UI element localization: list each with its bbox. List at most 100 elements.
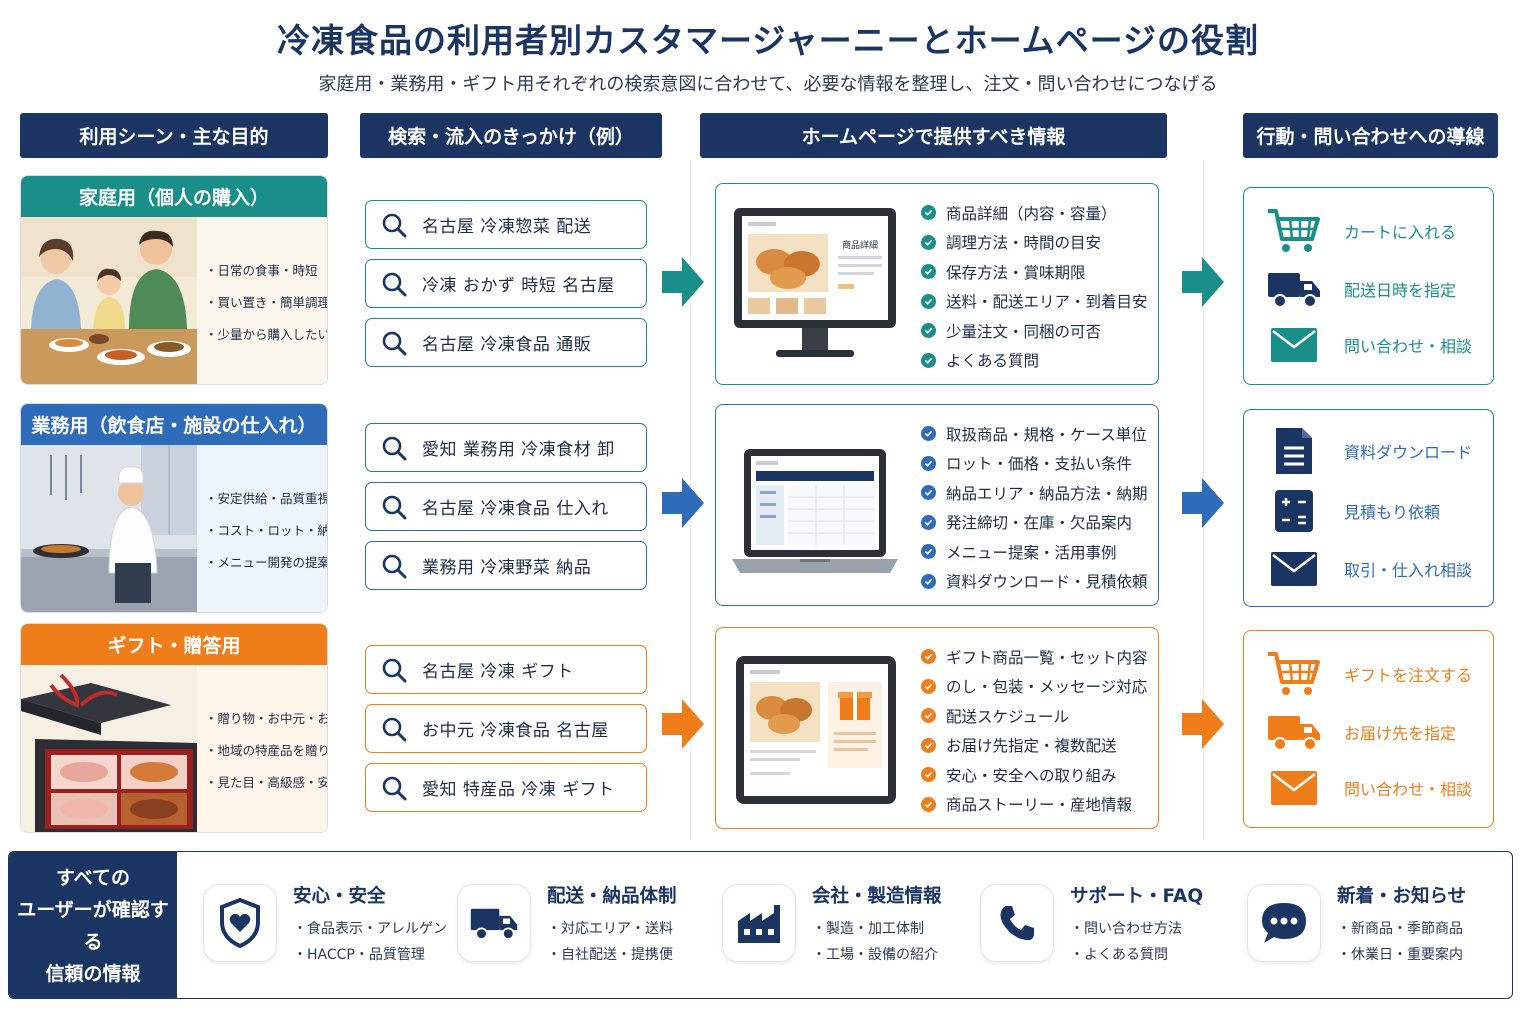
search-icon (366, 423, 422, 472)
scene-point: ・見た目・高級感・安心感 (205, 775, 327, 790)
check-icon (921, 293, 936, 309)
search-query-text: 名古屋 冷凍食品 仕入れ (422, 499, 609, 519)
info-item: 発注締切・在庫・欠品案内 (921, 508, 1148, 538)
search-query-box: 名古屋 冷凍 ギフト (365, 645, 647, 694)
truck-icon (1244, 266, 1344, 312)
action-panel-gift: ギフトを注文する お届け先を指定 問い合わせ・相談 (1243, 630, 1494, 828)
scene-card-home: 家庭用（個人の購入） (20, 175, 328, 385)
cart-icon (1244, 208, 1344, 254)
trust-item-company: 会社・製造情報 ・製造・加工体制 ・工場・設備の紹介 (722, 878, 972, 978)
info-item: 資料ダウンロード・見積依頼 (921, 567, 1148, 597)
check-icon (921, 485, 936, 501)
action-inquiry[interactable]: 問い合わせ・相談 (1244, 322, 1495, 368)
scene-point: ・安定供給・品質重視 (205, 491, 328, 506)
scene-point: ・メニュー開発の提案 (205, 555, 328, 570)
info-list: 取扱商品・規格・ケース単位 ロット・価格・支払い条件 納品エリア・納品方法・納期… (921, 419, 1148, 596)
search-query-box: 名古屋 冷凍食品 通販 (365, 318, 647, 367)
document-icon (1244, 428, 1344, 474)
mail-icon (1244, 765, 1344, 811)
trust-item-safety: 安心・安全 ・食品表示・アレルゲン ・HACCP・品質管理 (203, 878, 453, 978)
family-meal-illustration (21, 217, 197, 384)
truck-icon (457, 884, 531, 962)
action-delivery-address[interactable]: お届け先を指定 (1244, 709, 1495, 755)
scene-card-business: 業務用（飲食店・施設の仕入れ） ・安 (20, 403, 328, 613)
search-query-text: 名古屋 冷凍 ギフト (422, 662, 574, 682)
search-query-box: 業務用 冷凍野菜 納品 (365, 541, 647, 590)
action-gift-inquiry[interactable]: 問い合わせ・相談 (1244, 765, 1495, 811)
restaurant-kitchen-illustration (21, 445, 197, 612)
column-header-info: ホームページで提供すべき情報 (700, 113, 1167, 158)
device-screen-text: 商品詳細 (842, 239, 878, 251)
check-icon (921, 426, 936, 442)
info-item: のし・包装・メッセージ対応 (921, 672, 1148, 702)
info-item: 調理方法・時間の目安 (921, 228, 1148, 258)
scene-point: ・買い置き・簡単調理 (205, 295, 328, 310)
scene-title: 業務用（飲食店・施設の仕入れ） (21, 404, 327, 445)
check-icon (921, 573, 936, 589)
search-query-text: 愛知 業務用 冷凍食材 卸 (422, 440, 615, 460)
desktop-monitor-icon: 商品詳細 (734, 208, 896, 357)
check-icon (921, 767, 936, 783)
check-icon (921, 544, 936, 560)
action-panel-business: 資料ダウンロード 見積もり依頼 取引・仕入れ相談 (1243, 409, 1494, 607)
arrow-right-icon (1182, 699, 1224, 749)
scene-title: ギフト・贈答用 (21, 624, 327, 665)
arrow-right-icon (662, 478, 704, 528)
check-icon (921, 678, 936, 694)
check-icon (921, 649, 936, 665)
search-icon (366, 704, 422, 753)
check-icon (921, 737, 936, 753)
tablet-icon (736, 656, 896, 804)
search-query-text: 冷凍 おかず 時短 名古屋 (422, 276, 615, 296)
search-query-box: 名古屋 冷凍惣菜 配送 (365, 200, 647, 249)
check-icon (921, 264, 936, 280)
search-icon (366, 541, 422, 590)
column-header-action: 行動・問い合わせへの導線 (1243, 113, 1498, 158)
action-add-to-cart[interactable]: カートに入れる (1244, 208, 1495, 254)
search-query-box: 愛知 特産品 冷凍 ギフト (365, 763, 647, 812)
search-query-text: 名古屋 冷凍惣菜 配送 (422, 217, 592, 237)
column-header-search: 検索・流入のきっかけ（例） (360, 113, 662, 158)
search-query-text: 愛知 特産品 冷凍 ギフト (422, 780, 615, 800)
calculator-icon (1244, 488, 1344, 534)
action-download[interactable]: 資料ダウンロード (1244, 428, 1495, 474)
action-order-gift[interactable]: ギフトを注文する (1244, 651, 1495, 697)
info-item: お届け先指定・複数配送 (921, 731, 1148, 761)
shield-heart-icon (203, 884, 277, 962)
arrow-right-icon (662, 257, 704, 307)
info-item: 保存方法・賞味期限 (921, 257, 1148, 287)
info-item: 取扱商品・規格・ケース単位 (921, 419, 1148, 449)
trust-heading: すべての ユーザーが確認する 信頼の情報 (9, 852, 177, 998)
action-quote[interactable]: 見積もり依頼 (1244, 488, 1495, 534)
action-panel-home: カートに入れる 配送日時を指定 問い合わせ・相談 (1243, 187, 1494, 385)
page-title: 冷凍食品の利用者別カスタマージャーニーとホームページの役割 (276, 21, 1260, 60)
info-item: 配送スケジュール (921, 701, 1148, 731)
arrow-right-icon (662, 699, 704, 749)
search-icon (366, 259, 422, 308)
info-item: 安心・安全への取り組み (921, 760, 1148, 790)
search-query-text: 業務用 冷凍野菜 納品 (422, 558, 592, 578)
trust-item-support: サポート・FAQ ・問い合わせ方法 ・よくある質問 (980, 878, 1230, 978)
action-trade-inquiry[interactable]: 取引・仕入れ相談 (1244, 546, 1495, 592)
factory-icon (722, 884, 796, 962)
scene-point: ・少量から購入したい (205, 327, 328, 342)
search-query-text: 名古屋 冷凍食品 通販 (422, 335, 592, 355)
check-icon (921, 455, 936, 471)
phone-icon (980, 884, 1054, 962)
info-panel-gift: ギフト商品一覧・セット内容 のし・包装・メッセージ対応 配送スケジュール お届け… (715, 627, 1159, 829)
column-header-scene: 利用シーン・主な目的 (20, 113, 328, 158)
info-item: ロット・価格・支払い条件 (921, 449, 1148, 479)
check-icon (921, 514, 936, 530)
info-item: 商品ストーリー・産地情報 (921, 790, 1148, 820)
search-icon (366, 645, 422, 694)
info-item: ギフト商品一覧・セット内容 (921, 642, 1148, 672)
arrow-right-icon (1182, 478, 1224, 528)
info-item: メニュー提案・活用事例 (921, 537, 1148, 567)
action-delivery-date[interactable]: 配送日時を指定 (1244, 266, 1495, 312)
chat-bubble-icon (1247, 884, 1321, 962)
search-icon (366, 763, 422, 812)
search-query-box: お中元 冷凍食品 名古屋 (365, 704, 647, 753)
info-item: 少量注文・同梱の可否 (921, 316, 1148, 346)
check-icon (921, 708, 936, 724)
info-item: 商品詳細（内容・容量） (921, 198, 1148, 228)
